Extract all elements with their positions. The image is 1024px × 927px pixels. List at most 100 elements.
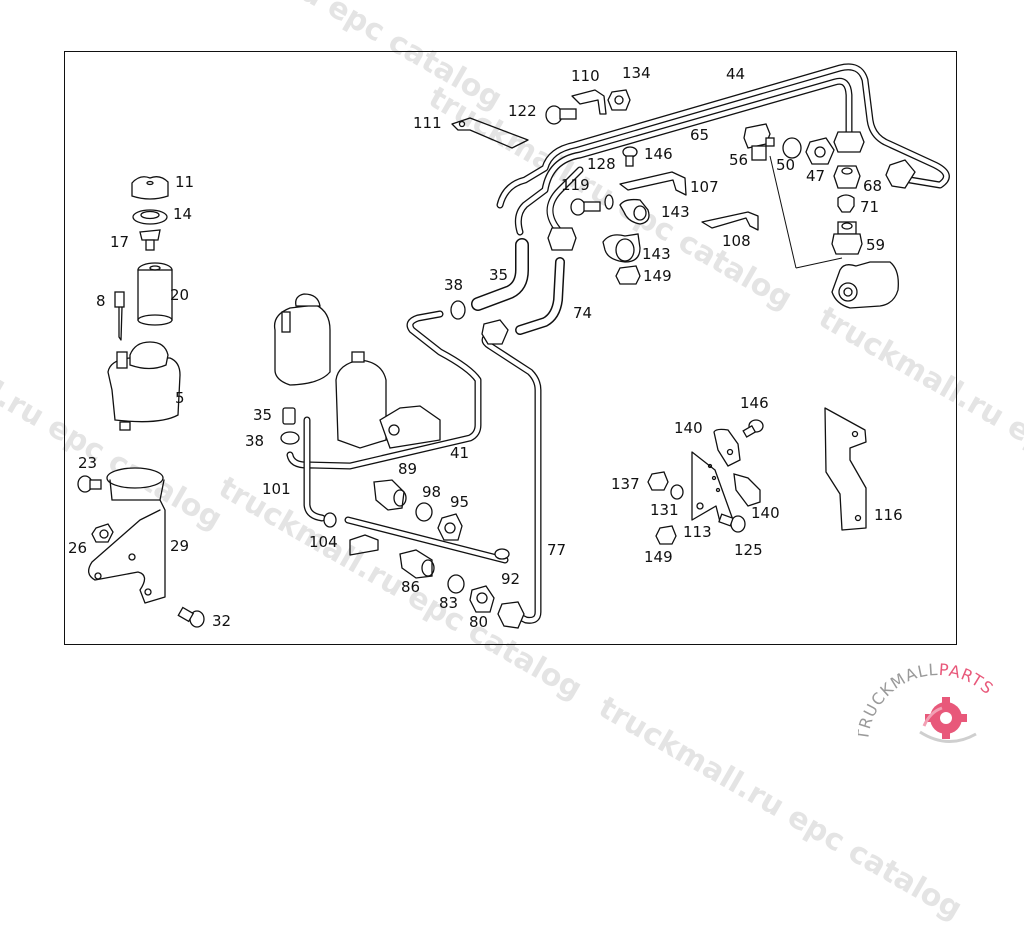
cap-11 xyxy=(132,177,168,199)
part-label-14[interactable]: 14 xyxy=(173,207,192,222)
part-label-119[interactable]: 119 xyxy=(561,178,590,193)
part-label-35-right[interactable]: 35 xyxy=(489,268,508,283)
bracket-111 xyxy=(452,118,528,148)
dipstick-8 xyxy=(115,292,124,340)
part-label-23[interactable]: 23 xyxy=(78,456,97,471)
part-label-107[interactable]: 107 xyxy=(690,180,719,195)
bolt-32 xyxy=(178,608,204,627)
part-label-56[interactable]: 56 xyxy=(729,153,748,168)
part-label-98[interactable]: 98 xyxy=(422,485,441,500)
part-label-11[interactable]: 11 xyxy=(175,175,194,190)
fitting-86 xyxy=(400,550,434,578)
logo-text-parts: PARTS xyxy=(938,660,997,698)
part-label-140-bottom[interactable]: 140 xyxy=(751,506,780,521)
seal-98 xyxy=(416,503,432,521)
part-label-128[interactable]: 128 xyxy=(587,157,616,172)
clamp-143-b xyxy=(603,234,640,262)
part-label-110[interactable]: 110 xyxy=(571,69,600,84)
fitting-89 xyxy=(374,480,406,510)
plug-50 xyxy=(783,138,801,158)
part-label-89[interactable]: 89 xyxy=(398,462,417,477)
part-label-137[interactable]: 137 xyxy=(611,477,640,492)
nut-137 xyxy=(648,472,668,490)
part-label-131[interactable]: 131 xyxy=(650,503,679,518)
part-label-32[interactable]: 32 xyxy=(212,614,231,629)
part-label-35-left[interactable]: 35 xyxy=(253,408,272,423)
part-label-86[interactable]: 86 xyxy=(401,580,420,595)
screw-146-top xyxy=(623,147,637,166)
bracket-110 xyxy=(572,90,606,114)
part-label-17[interactable]: 17 xyxy=(110,235,129,250)
reservoir-5 xyxy=(108,342,180,430)
clamp-38-right xyxy=(451,301,465,319)
part-label-68[interactable]: 68 xyxy=(863,179,882,194)
bolt-23 xyxy=(78,476,101,492)
bolt-122 xyxy=(546,106,576,124)
svg-text:TRUCKMALLPARTS: TRUCKMALLPARTS xyxy=(858,660,997,742)
nut-134 xyxy=(608,90,630,110)
part-label-95[interactable]: 95 xyxy=(450,495,469,510)
part-label-143-b[interactable]: 143 xyxy=(642,247,671,262)
part-label-5[interactable]: 5 xyxy=(175,391,185,406)
pipe-101 xyxy=(307,420,322,518)
part-label-149-a[interactable]: 149 xyxy=(643,269,672,284)
fitting-59 xyxy=(832,222,862,254)
sleeve-35-left xyxy=(283,408,295,424)
part-label-146-top[interactable]: 146 xyxy=(644,147,673,162)
bracket-116 xyxy=(825,408,866,530)
part-label-125[interactable]: 125 xyxy=(734,543,763,558)
truckmallparts-logo: TRUCKMALLPARTS xyxy=(858,660,1018,750)
gear-icon xyxy=(920,697,976,742)
clamp-143-a xyxy=(620,200,649,224)
clamp-38-left xyxy=(281,432,299,444)
part-label-143-a[interactable]: 143 xyxy=(661,205,690,220)
pipe-92 xyxy=(348,520,505,560)
valve-56 xyxy=(744,124,774,160)
part-label-59[interactable]: 59 xyxy=(866,238,885,253)
part-label-92[interactable]: 92 xyxy=(501,572,520,587)
part-label-149-b[interactable]: 149 xyxy=(644,550,673,565)
part-label-111[interactable]: 111 xyxy=(413,116,442,131)
washer xyxy=(605,195,613,209)
seal-83 xyxy=(448,575,464,593)
nut-77-bottom xyxy=(498,602,524,628)
screw-146-bottom xyxy=(743,420,763,437)
part-label-113[interactable]: 113 xyxy=(683,525,712,540)
part-label-140-top[interactable]: 140 xyxy=(674,421,703,436)
part-label-80[interactable]: 80 xyxy=(469,615,488,630)
bolt-119 xyxy=(571,199,600,215)
part-label-108[interactable]: 108 xyxy=(722,234,751,249)
clamp-104 xyxy=(324,513,336,527)
part-label-38-right[interactable]: 38 xyxy=(444,278,463,293)
clip-140-bottom xyxy=(734,474,760,506)
part-label-44[interactable]: 44 xyxy=(726,67,745,82)
bracket-108 xyxy=(702,212,758,230)
bracket-107 xyxy=(620,172,686,195)
part-label-65[interactable]: 65 xyxy=(690,128,709,143)
part-label-41[interactable]: 41 xyxy=(450,446,469,461)
part-label-134[interactable]: 134 xyxy=(622,66,651,81)
part-label-146-bottom[interactable]: 146 xyxy=(740,396,769,411)
seal-71 xyxy=(838,195,854,212)
power-steering-pump xyxy=(336,352,440,448)
pump-valve-housing xyxy=(832,262,898,308)
nut-47 xyxy=(806,138,834,164)
part-label-47[interactable]: 47 xyxy=(806,169,825,184)
part-label-38-left[interactable]: 38 xyxy=(245,434,264,449)
part-label-122[interactable]: 122 xyxy=(508,104,537,119)
part-label-29[interactable]: 29 xyxy=(170,539,189,554)
part-label-74[interactable]: 74 xyxy=(573,306,592,321)
part-label-116[interactable]: 116 xyxy=(874,508,903,523)
part-label-77[interactable]: 77 xyxy=(547,543,566,558)
clip-92 xyxy=(495,549,509,559)
part-label-8[interactable]: 8 xyxy=(96,294,106,309)
parts-diagram-page: truckmall.ru epc catalog truckmall.ru ep… xyxy=(0,0,1024,750)
part-label-20[interactable]: 20 xyxy=(170,288,189,303)
part-label-104[interactable]: 104 xyxy=(309,535,338,550)
clip-140-top xyxy=(714,429,740,466)
part-label-26[interactable]: 26 xyxy=(68,541,87,556)
part-label-71[interactable]: 71 xyxy=(860,200,879,215)
part-label-83[interactable]: 83 xyxy=(439,596,458,611)
part-label-101[interactable]: 101 xyxy=(262,482,291,497)
part-label-50[interactable]: 50 xyxy=(776,158,795,173)
